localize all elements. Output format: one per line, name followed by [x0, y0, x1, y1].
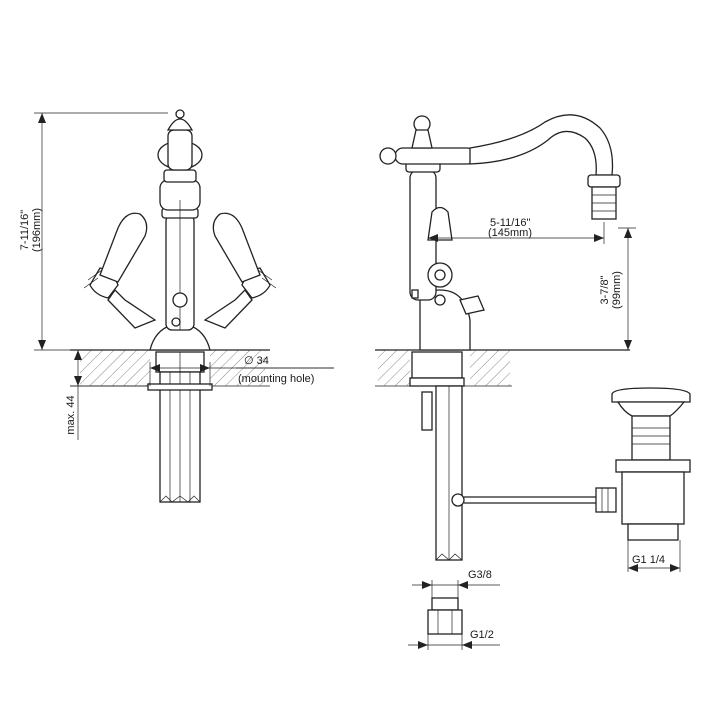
hole-label: ∅ 34 — [244, 355, 269, 367]
reach-label-mm: (145mm) — [488, 227, 532, 239]
side-faucet-body — [405, 159, 485, 351]
countertop-left-hatch — [80, 350, 150, 386]
connection-detail: G3/8 G1/2 — [408, 569, 500, 650]
hole-dimension: ∅ 34 (mounting hole) — [149, 355, 334, 386]
side-countertop-right-hatch — [470, 350, 510, 386]
side-countertop-left-hatch — [378, 350, 410, 386]
popup-drain — [611, 387, 691, 541]
bottom-thread-label: G1/2 — [470, 629, 494, 641]
drain-thread-dimension: G1 1/4 — [627, 540, 681, 572]
top-thread-label: G3/8 — [468, 569, 492, 581]
front-right-handle — [203, 212, 277, 329]
front-faucet-body — [149, 109, 211, 351]
side-spout — [379, 114, 621, 220]
front-left-handle — [83, 212, 157, 329]
spout-height-dimension: 3-7/8" (99mm) — [599, 227, 636, 350]
drain-thread-label: G1 1/4 — [632, 554, 665, 566]
depth-label: max. 44 — [65, 395, 77, 434]
side-supply-tubes — [409, 351, 465, 561]
height-label: 7-11/16" — [19, 210, 31, 250]
height-label-mm: (196mm) — [31, 208, 43, 252]
reach-dimension: 5-11/16" (145mm) — [428, 217, 605, 244]
drain-rod — [451, 487, 617, 513]
reach-label: 5-11/16" — [490, 217, 530, 229]
height-dimension: 7-11/16" (196mm) — [19, 112, 168, 351]
front-supply-tubes — [147, 351, 213, 503]
spout-height-label-mm: (99mm) — [611, 271, 623, 309]
hole-note: (mounting hole) — [238, 373, 314, 385]
side-view: 5-11/16" (145mm) 3-7/8" (99mm) — [375, 114, 691, 572]
depth-dimension: max. 44 — [65, 350, 148, 440]
spout-height-label: 3-7/8" — [599, 275, 611, 304]
front-view: 7-11/16" (196mm) max. 44 ∅ 34 (mounting … — [19, 109, 334, 503]
